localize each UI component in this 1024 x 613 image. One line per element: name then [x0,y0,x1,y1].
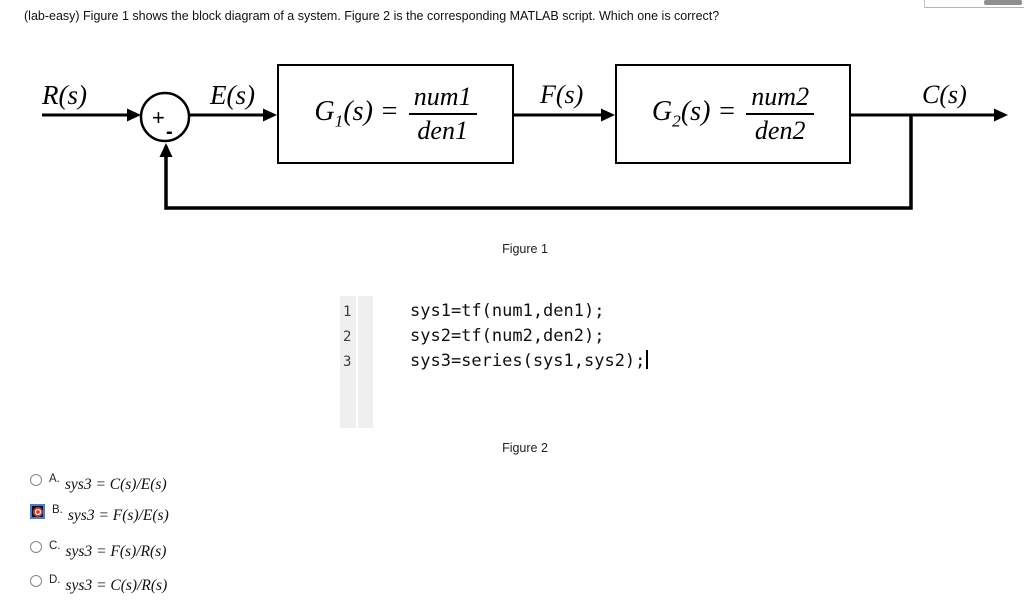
code-line[interactable]: sys2=tf(num2,den2); [410,326,605,346]
option-row-c[interactable]: C. sys3 = F(s)/R(s) [30,538,166,561]
code-line[interactable]: sys1=tf(num1,den1); [410,301,605,321]
panel-corner [924,0,1024,8]
error-signal-label: E(s) [210,80,255,110]
arrowhead [159,143,173,157]
figure2-caption: Figure 2 [502,441,548,455]
option-letter: C. [49,540,61,552]
arrowhead [263,108,277,122]
code-editor[interactable]: sys1=tf(num1,den1); sys2=tf(num2,den2); … [410,299,648,374]
arrowhead [127,108,141,122]
g2-fraction: num2 den2 [746,82,815,146]
radio-button-d[interactable] [30,575,42,587]
g2-formula: G2(s) = num2 den2 [652,82,815,146]
input-signal-label: R(s) [42,80,87,110]
sum-plus-sign: + [152,105,165,130]
scrollbar-thumb[interactable] [984,0,1022,5]
option-letter: B. [52,504,63,516]
intermediate-signal-label: F(s) [540,80,584,109]
radio-button-c[interactable] [30,541,42,553]
option-formula: sys3 = C(s)/R(s) [65,577,168,594]
option-formula: sys3 = F(s)/R(s) [65,543,167,560]
line-number: 2 [343,329,352,345]
option-letter: A. [49,473,60,485]
g2-block: G2(s) = num2 den2 [615,64,851,164]
arrowhead [994,108,1008,122]
output-signal-label: C(s) [922,80,967,109]
breakpoint-gutter [358,296,373,428]
code-line[interactable]: sys3=series(sys1,sys2); [410,349,648,374]
radio-button-a[interactable] [30,474,42,486]
radio-button-b[interactable] [30,504,45,519]
sum-minus-sign: - [166,121,173,143]
line-number: 1 [343,304,352,320]
line-number: 3 [343,354,352,370]
sum-junction [139,91,191,143]
arrowhead [601,108,615,122]
g1-formula: G1(s) = num1 den1 [314,82,477,146]
option-row-a[interactable]: A. sys3 = C(s)/E(s) [30,471,167,494]
option-letter: D. [49,574,61,586]
option-formula: sys3 = F(s)/E(s) [67,507,169,524]
option-row-b[interactable]: B. sys3 = F(s)/E(s) [30,502,169,525]
line-number-gutter: 1 2 3 [340,296,356,428]
g1-block: G1(s) = num1 den1 [277,64,514,164]
text-cursor [646,350,648,369]
option-formula: sys3 = C(s)/E(s) [64,476,167,493]
figure1-caption: Figure 1 [502,242,548,256]
g1-fraction: num1 den1 [408,82,477,146]
option-row-d[interactable]: D. sys3 = C(s)/R(s) [30,572,167,595]
question-text: (lab-easy) Figure 1 shows the block diag… [24,9,720,23]
